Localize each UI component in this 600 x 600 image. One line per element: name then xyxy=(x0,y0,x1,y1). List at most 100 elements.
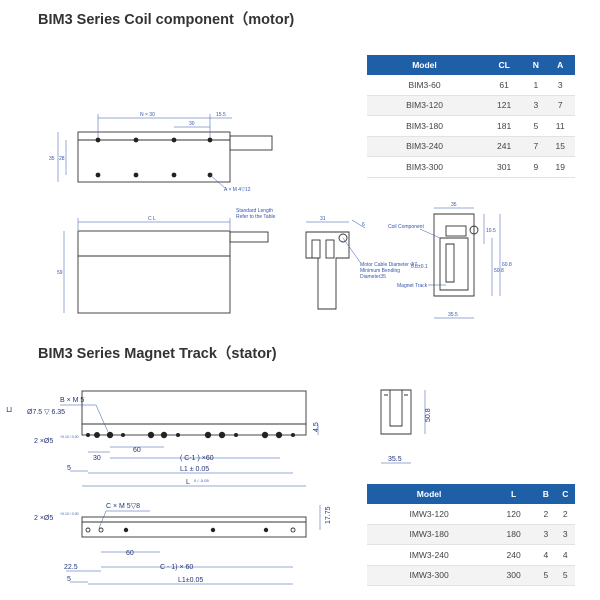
dim-m-30: 30 xyxy=(93,455,101,462)
pin1-note: 2 ×Ø5 xyxy=(34,438,53,445)
coil-cell-model: BIM3-60 xyxy=(367,75,483,96)
magnet-header-c: C xyxy=(555,484,575,504)
magnet-cell-model: IMW3-120 xyxy=(367,504,492,525)
magnet-cell-c: 4 xyxy=(555,544,575,566)
magnet-side-view: C × M 5▽8 2 ×Ø5 +0.10 / 0.00 60 C - 1) ×… xyxy=(34,503,332,585)
magnet-cell-l: 240 xyxy=(491,544,537,566)
end-50-8: 50.8 xyxy=(425,408,432,422)
coil-end-view: 31 6 Motor Cable Diameter Φ7 Minimum Ben… xyxy=(305,216,417,310)
coil-cell-a: 15 xyxy=(545,136,575,157)
end-35-5: 35.5 xyxy=(388,456,402,463)
magnet-cell-b: 5 xyxy=(536,565,556,586)
magnet-cell-l: 300 xyxy=(491,565,537,586)
asm-gap: 0.8±0.1 xyxy=(411,264,428,270)
magnet-cell-l: 120 xyxy=(491,504,537,525)
coil-cell-a: 3 xyxy=(545,75,575,96)
magnet-cell-c: 5 xyxy=(555,565,575,586)
coil-header-a: A xyxy=(545,55,575,75)
coil-cell-a: 11 xyxy=(545,115,575,137)
dim-n30: N × 30 xyxy=(140,112,155,118)
magnet-cell-model: IMW3-240 xyxy=(367,544,492,566)
coil-cell-n: 1 xyxy=(526,75,546,96)
dim-15-5: 15.5 xyxy=(216,112,226,118)
coil-cell-model: BIM3-120 xyxy=(367,95,483,116)
counterbore-note: Ø7.5 ▽ 6.35 xyxy=(27,409,65,416)
coil-cell-model: BIM3-300 xyxy=(367,156,483,178)
asm-10-5: 10.5 xyxy=(486,228,496,234)
motor-cable-note-1: Motor Cable Diameter Φ7 xyxy=(360,262,417,268)
asm-50-8: 50.8 xyxy=(494,268,504,274)
coil-cell-n: 5 xyxy=(526,115,546,137)
pin1-tolerance: +0.10 / 0.00 xyxy=(60,435,79,439)
magnet-cell-model: IMW3-300 xyxy=(367,565,492,586)
coil-cell-model: BIM3-180 xyxy=(367,115,483,137)
dim-end-6: 6 xyxy=(362,222,365,228)
asm-magnet-label: Magnet Track xyxy=(397,283,428,289)
coil-top-view: N × 30 30 15.5 35 28 A × M 4▽12 xyxy=(49,112,273,193)
asm-35: 35 xyxy=(451,202,457,208)
dim-m-60: 60 xyxy=(133,447,141,454)
asm-60-8: 60.8 xyxy=(502,262,512,268)
magnet-cell-c: 2 xyxy=(555,504,575,525)
dim-end-31: 31 xyxy=(320,216,326,222)
dim-l-tolerance: 0 / -0.05 xyxy=(194,478,209,483)
coil-section-title: BIM3 Series Coil component（motor) xyxy=(38,12,295,28)
coil-cell-a: 7 xyxy=(545,95,575,116)
c-m5-note: C × M 5▽8 xyxy=(106,503,140,510)
coil-header-cl: CL xyxy=(482,55,527,75)
coil-cell-a: 19 xyxy=(545,156,575,178)
hole-note: A × M 4▽12 xyxy=(224,187,251,193)
asm-35-5: 35.5 xyxy=(448,312,458,318)
dim-4-5: 4.5 xyxy=(313,422,320,432)
magnet-header-model: Model xyxy=(367,484,492,504)
magnet-top-view: B × M 5 ⊔ Ø7.5 ▽ 6.35 2 ×Ø5 +0.10 / 0.00… xyxy=(6,390,320,487)
coil-cell-model: BIM3-240 xyxy=(367,136,483,157)
magnet-cell-b: 4 xyxy=(536,544,556,566)
coil-cell-cl: 61 xyxy=(482,75,527,96)
svg-text:⊔: ⊔ xyxy=(6,405,12,414)
dim-22-5: 22.5 xyxy=(64,564,78,571)
coil-header-n: N xyxy=(526,55,546,75)
coil-header-model: Model xyxy=(367,55,483,75)
magnet-cell-model: IMW3-180 xyxy=(367,524,492,545)
dim-28: 28 xyxy=(59,156,65,162)
pin2-note: 2 ×Ø5 xyxy=(34,515,53,522)
coil-cell-cl: 301 xyxy=(482,156,527,178)
pin2-tolerance: +0.10 / 0.00 xyxy=(60,512,79,516)
coil-side-view: C L Standard Length Refer to the Table 5… xyxy=(57,208,276,314)
dim-cl: C L xyxy=(148,216,156,222)
dim-17-75: 17.75 xyxy=(325,506,332,524)
magnet-section-title: BIM3 Series Magnet Track（stator) xyxy=(38,346,277,362)
magnet-cell-b: 2 xyxy=(536,504,556,525)
dim-59: 59 xyxy=(57,270,63,276)
dim-side-5: 5 xyxy=(67,576,71,583)
dim-side-c1x60: C - 1) × 60 xyxy=(160,564,193,571)
magnet-header-l: L xyxy=(491,484,537,504)
dim-side-60: 60 xyxy=(126,550,134,557)
coil-cell-n: 9 xyxy=(526,156,546,178)
magnet-cell-l: 180 xyxy=(491,524,537,545)
b-m5-note: B × M 5 xyxy=(60,397,84,404)
coil-cell-cl: 181 xyxy=(482,115,527,137)
coil-cell-cl: 241 xyxy=(482,136,527,157)
asm-coil-label: Coil Component xyxy=(388,224,424,230)
cable-note-2: Refer to the Table xyxy=(236,214,276,220)
coil-cell-n: 7 xyxy=(526,136,546,157)
dim-c1x60: ( C-1 ) ×60 xyxy=(180,455,214,462)
magnet-header-b: B xyxy=(536,484,556,504)
dim-l1: L1 ± 0.05 xyxy=(180,466,209,473)
dim-m-5: 5 xyxy=(67,465,71,472)
motor-cable-note-2: Minimum Bending xyxy=(360,268,400,274)
